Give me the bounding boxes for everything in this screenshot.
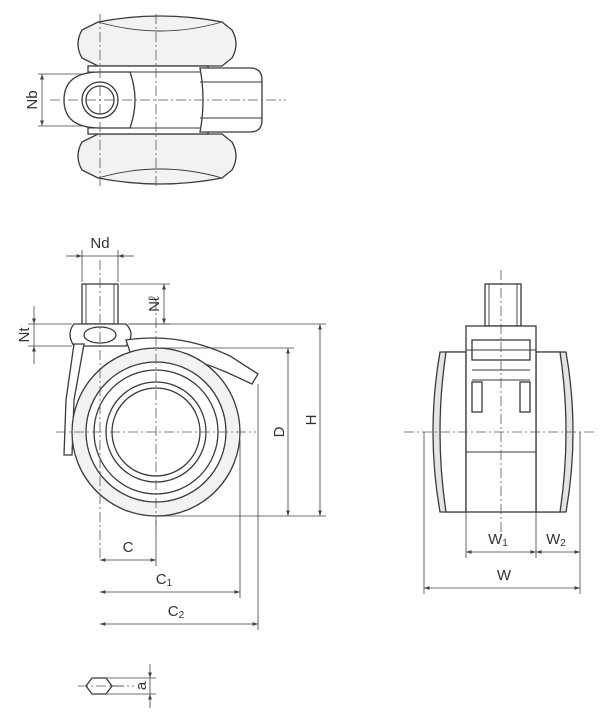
label-a: a [133, 681, 150, 690]
top-view: Nb [24, 14, 286, 188]
label-d: D [271, 426, 288, 437]
label-nt: Nt [16, 327, 33, 343]
label-h: H [303, 415, 320, 426]
label-nb: Nb [24, 90, 41, 109]
label-w: W [497, 567, 512, 584]
side-view: Nd Nℓ Nt D H C C1 [16, 235, 326, 630]
label-w1: W1 [488, 531, 508, 549]
label-w2: W2 [546, 531, 566, 549]
front-view: W1 W2 W [404, 270, 596, 594]
label-c2: C2 [168, 603, 185, 621]
label-nl: Nℓ [146, 296, 163, 312]
label-nd: Nd [90, 235, 109, 252]
hex-detail: a [78, 664, 156, 708]
label-c: C [123, 539, 134, 556]
label-c1: C1 [156, 571, 173, 589]
